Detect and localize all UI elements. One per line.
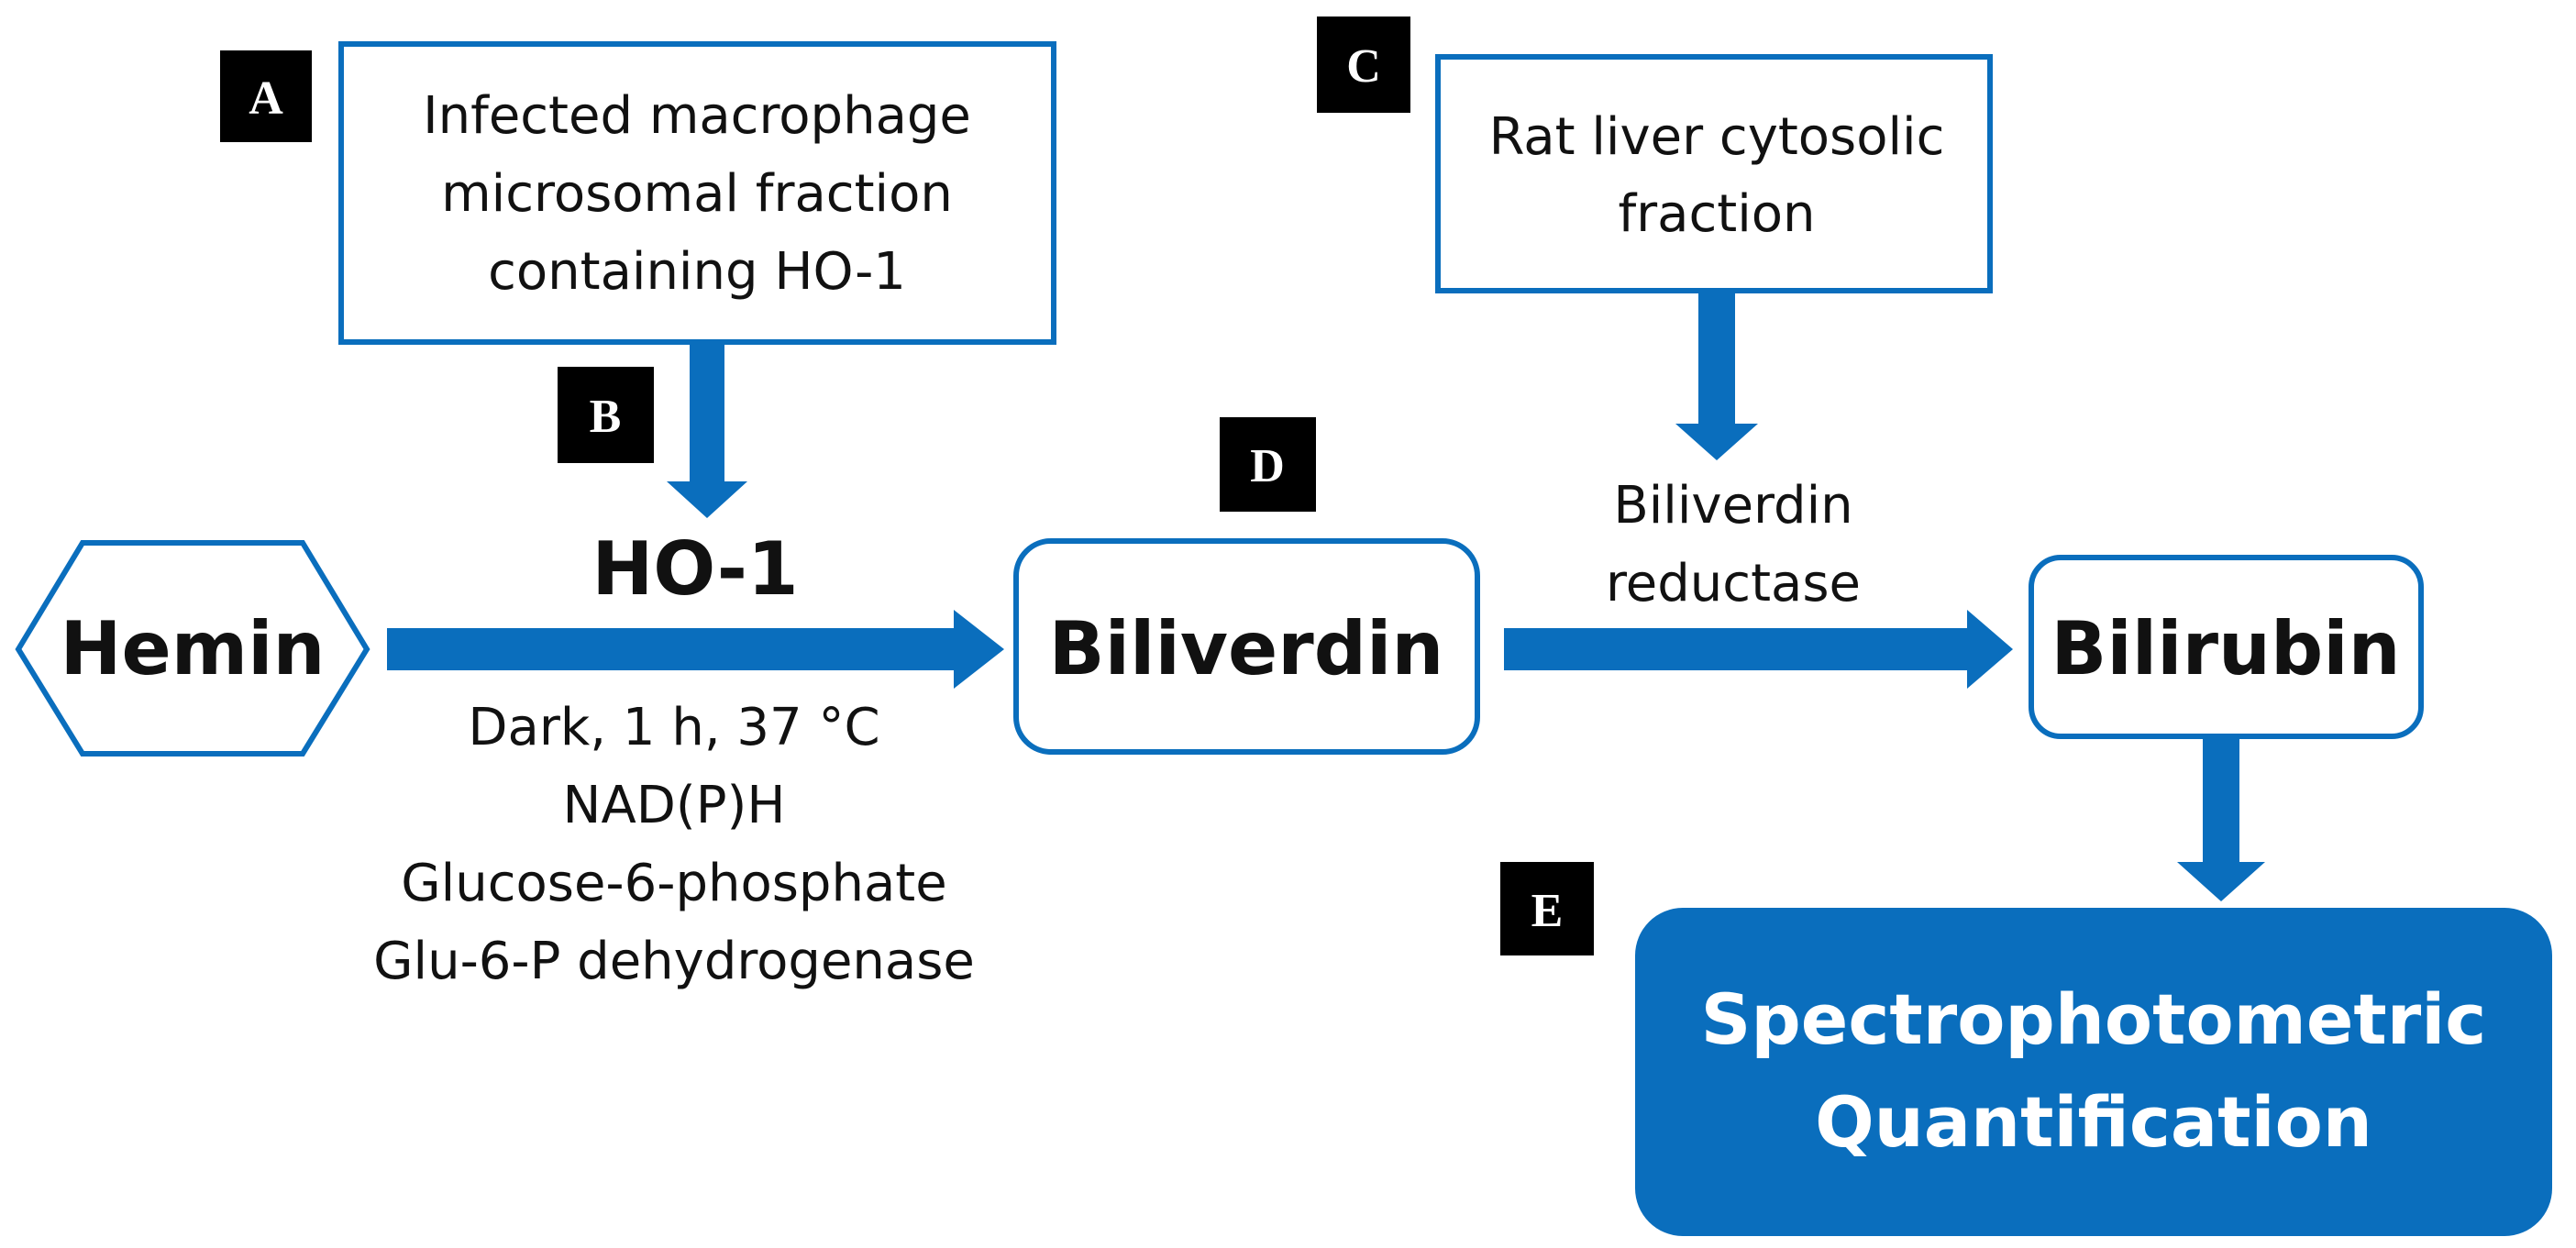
bilirubin-label: Bilirubin xyxy=(2051,606,2400,691)
biliverdin-label: Biliverdin xyxy=(1049,606,1444,691)
hemin-node xyxy=(15,540,370,757)
quantification-line2: Quantification xyxy=(1815,1081,2372,1163)
condition-substrate: Glucose-6-phosphate xyxy=(401,854,946,913)
tag-a-label: A xyxy=(249,72,283,125)
liver-fraction-line1: Rat liver cytosolic xyxy=(1489,107,1945,167)
arrow-hemin-to-biliverdin xyxy=(387,610,1004,689)
macrophage-fraction-line1: Infected macrophage xyxy=(423,86,971,146)
tag-d xyxy=(1220,417,1316,512)
enzyme-ho1-label: HO-1 xyxy=(591,526,798,612)
macrophage-fraction-line2: microsomal fraction xyxy=(441,164,953,224)
tag-c-label: C xyxy=(1346,40,1381,93)
tag-e-label: E xyxy=(1531,885,1564,937)
enzyme-reductase-line2: reductase xyxy=(1606,554,1861,613)
bilirubin-node xyxy=(2029,555,2424,739)
macrophage-fraction-line3: containing HO-1 xyxy=(488,242,906,302)
biliverdin-node xyxy=(1013,538,1480,755)
liver-fraction-box xyxy=(1435,54,1993,293)
condition-cofactor: NAD(P)H xyxy=(563,776,786,835)
tag-b xyxy=(558,367,654,463)
condition-enzyme: Glu-6-P dehydrogenase xyxy=(373,932,975,991)
condition-temp-time: Dark, 1 h, 37 °C xyxy=(468,698,879,757)
macrophage-fraction-box xyxy=(338,41,1056,345)
enzyme-reductase-line1: Biliverdin xyxy=(1613,476,1852,536)
down-arrow-ho1 xyxy=(667,342,747,518)
tag-e xyxy=(1500,862,1594,955)
down-arrow-reductase xyxy=(1675,291,1758,460)
tag-c xyxy=(1317,17,1410,113)
tag-a xyxy=(220,50,312,142)
quantification-line1: Spectrophotometric xyxy=(1701,978,2487,1060)
quantification-box xyxy=(1635,908,2552,1236)
down-arrow-quantification xyxy=(2177,739,2265,901)
liver-fraction-line2: fraction xyxy=(1618,184,1815,244)
arrow-biliverdin-to-bilirubin xyxy=(1504,610,2013,689)
tag-d-label: D xyxy=(1250,440,1285,492)
tag-b-label: B xyxy=(590,391,622,443)
hemin-label: Hemin xyxy=(61,606,326,691)
